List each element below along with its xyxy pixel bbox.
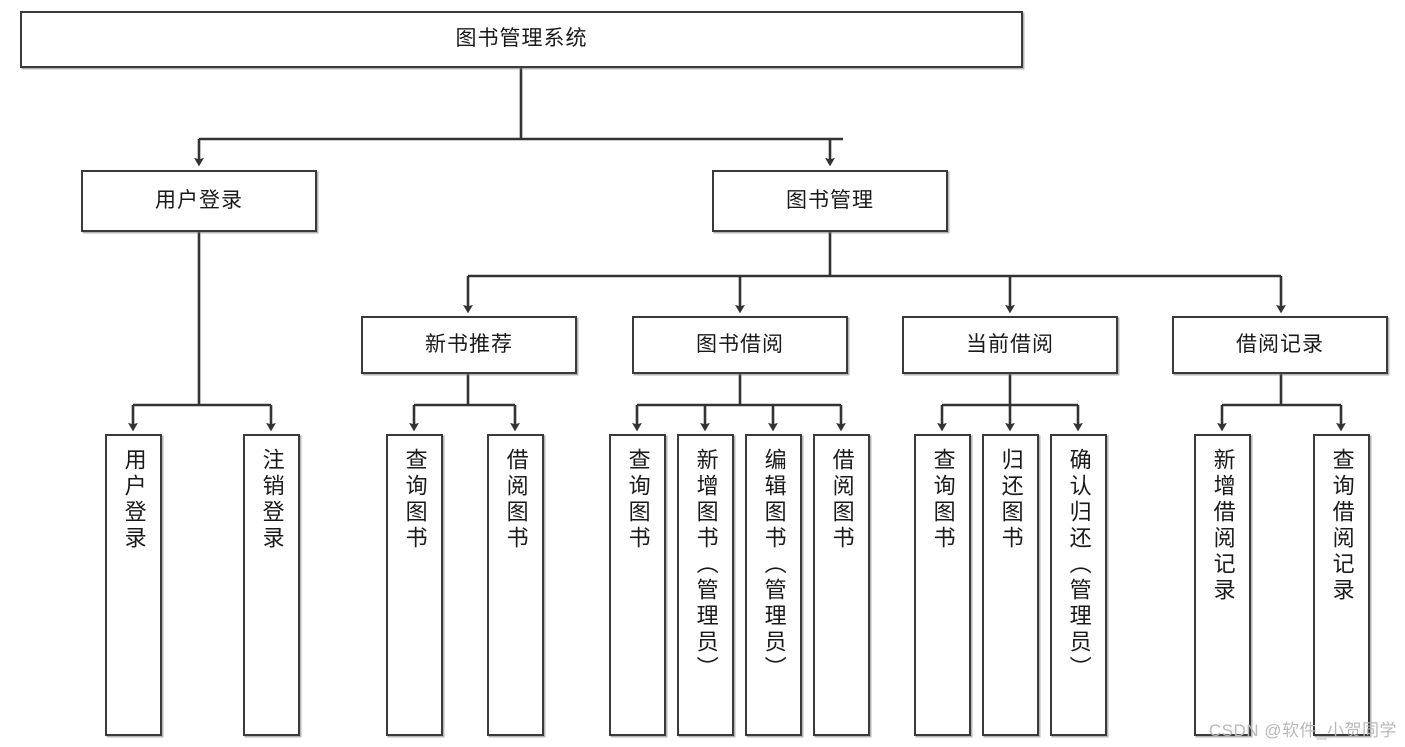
node-root[interactable]: 图书管理系统: [20, 11, 1023, 68]
node-borrow-records-label: 借阅记录: [1236, 332, 1324, 356]
leaf-edit-book-admin-label: 编辑图书（管理员）: [761, 448, 787, 682]
leaf-confirm-return-admin-label: 确认归还（管理员）: [1066, 448, 1092, 682]
node-book-management[interactable]: 图书管理: [712, 170, 948, 232]
node-book-borrow[interactable]: 图书借阅: [632, 316, 848, 374]
leaf-query-book-recommend-label: 查询图书: [402, 448, 428, 552]
leaf-borrow-book-label: 借阅图书: [829, 448, 855, 552]
leaf-add-book-admin[interactable]: 新增图书（管理员）: [677, 434, 734, 736]
leaf-add-book-admin-label: 新增图书（管理员）: [693, 448, 719, 682]
leaf-query-borrow-record-label: 查询借阅记录: [1329, 448, 1355, 604]
leaf-user-login-label: 用户登录: [121, 448, 147, 552]
node-current-borrow-label: 当前借阅: [966, 332, 1054, 356]
leaf-return-book-label: 归还图书: [998, 448, 1024, 552]
node-borrow-records[interactable]: 借阅记录: [1172, 316, 1388, 374]
leaf-query-book-borrow-label: 查询图书: [625, 448, 651, 552]
node-root-label: 图书管理系统: [455, 27, 588, 51]
leaf-user-login[interactable]: 用户登录: [105, 434, 162, 736]
node-book-borrow-label: 图书借阅: [696, 332, 784, 356]
leaf-logout[interactable]: 注销登录: [243, 434, 300, 736]
node-user-login-label: 用户登录: [155, 188, 243, 212]
leaf-borrow-book[interactable]: 借阅图书: [813, 434, 870, 736]
leaf-add-borrow-record[interactable]: 新增借阅记录: [1194, 434, 1251, 736]
node-book-management-label: 图书管理: [786, 188, 874, 212]
node-current-borrow[interactable]: 当前借阅: [902, 316, 1118, 374]
leaf-borrow-book-recommend[interactable]: 借阅图书: [487, 434, 544, 736]
node-new-book-recommend[interactable]: 新书推荐: [361, 316, 577, 374]
leaf-query-book-current-label: 查询图书: [930, 448, 956, 552]
leaf-query-book-recommend[interactable]: 查询图书: [386, 434, 443, 736]
leaf-edit-book-admin[interactable]: 编辑图书（管理员）: [745, 434, 802, 736]
leaf-borrow-book-recommend-label: 借阅图书: [503, 448, 529, 552]
leaf-confirm-return-admin[interactable]: 确认归还（管理员）: [1050, 434, 1107, 736]
leaf-return-book[interactable]: 归还图书: [982, 434, 1039, 736]
leaf-add-borrow-record-label: 新增借阅记录: [1210, 448, 1236, 604]
node-new-book-recommend-label: 新书推荐: [425, 332, 513, 356]
leaf-query-borrow-record[interactable]: 查询借阅记录: [1313, 434, 1370, 736]
node-user-login[interactable]: 用户登录: [81, 170, 317, 232]
leaf-logout-label: 注销登录: [259, 448, 285, 552]
leaf-query-book-borrow[interactable]: 查询图书: [609, 434, 666, 736]
leaf-query-book-current[interactable]: 查询图书: [914, 434, 971, 736]
